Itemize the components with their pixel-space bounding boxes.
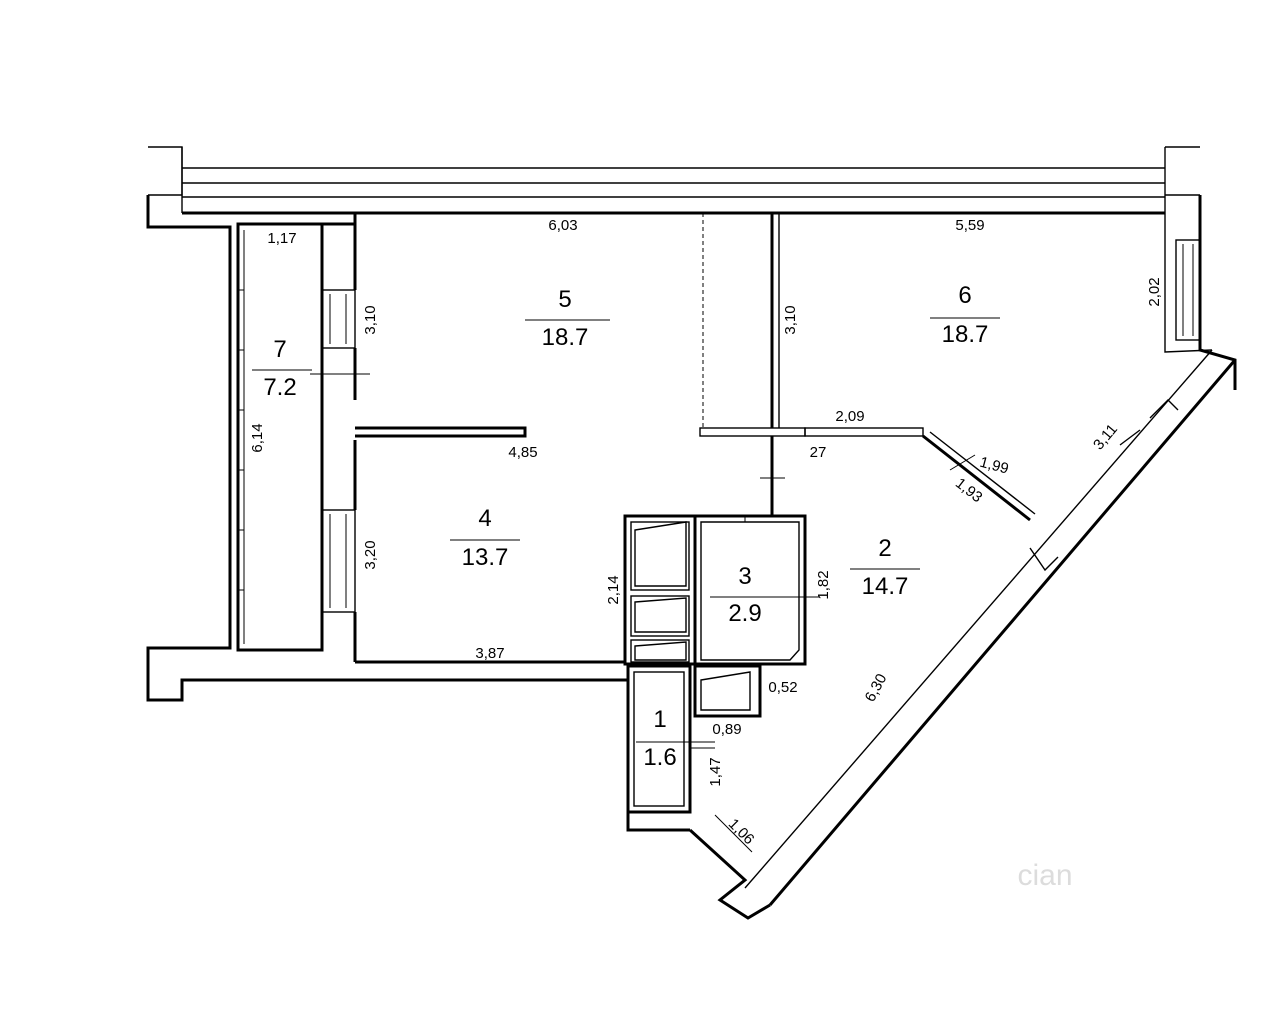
dim-6-03: 6,03 xyxy=(548,217,577,234)
interior-walls xyxy=(355,213,1036,664)
dim-6-30: 6,30 xyxy=(862,671,891,705)
dim-2-02: 2,02 xyxy=(1146,277,1163,306)
room-4-area: 13.7 xyxy=(462,544,509,571)
dim-3-11: 3,11 xyxy=(1090,421,1121,453)
dim-1-82: 1,82 xyxy=(815,570,832,599)
room-3-number: 3 xyxy=(738,563,751,590)
room-3-area: 2.9 xyxy=(728,600,761,627)
dim-1-99: 1,99 xyxy=(978,454,1011,478)
dim-3-20: 3,20 xyxy=(362,540,379,569)
dim-4-85: 4,85 xyxy=(508,444,537,461)
dim-3-10-right: 3,10 xyxy=(782,305,799,334)
dim-2-14: 2,14 xyxy=(605,575,622,604)
room-2-area: 14.7 xyxy=(862,573,909,600)
dim-1-47: 1,47 xyxy=(707,757,724,786)
dim-3-10-left: 3,10 xyxy=(362,305,379,334)
bathroom-block xyxy=(623,514,807,814)
loggia-walls xyxy=(236,213,370,662)
dim-0-89: 0,89 xyxy=(712,721,741,738)
room-1-area: 1.6 xyxy=(643,744,676,771)
dimension-labels: 6,03 5,59 1,17 3,10 3,10 2,02 6,14 4,85 … xyxy=(249,217,1163,853)
top-balcony xyxy=(148,146,1200,215)
room-labels: 5 18.7 6 18.7 7 7.2 4 13.7 3 2.9 2 14.7 … xyxy=(252,282,1000,771)
dim-1-17: 1,17 xyxy=(267,230,296,247)
room-7-area: 7.2 xyxy=(263,374,296,401)
watermark: cian xyxy=(1017,859,1072,892)
dim-1-06: 1,06 xyxy=(725,815,758,848)
dim-6-14: 6,14 xyxy=(249,423,266,452)
room-7-number: 7 xyxy=(273,336,286,363)
dim-27: 27 xyxy=(810,444,827,461)
dim-5-59: 5,59 xyxy=(955,217,984,234)
room-2-number: 2 xyxy=(878,535,891,562)
room-1-number: 1 xyxy=(653,706,666,733)
dim-3-87: 3,87 xyxy=(475,645,504,662)
room-4-number: 4 xyxy=(478,505,491,532)
room-6-number: 6 xyxy=(958,282,971,309)
right-window xyxy=(1175,239,1201,341)
room-5-area: 18.7 xyxy=(542,324,589,351)
room-6-area: 18.7 xyxy=(942,321,989,348)
room-5-number: 5 xyxy=(558,286,571,313)
dim-2-09: 2,09 xyxy=(835,408,864,425)
dim-0-52: 0,52 xyxy=(768,679,797,696)
